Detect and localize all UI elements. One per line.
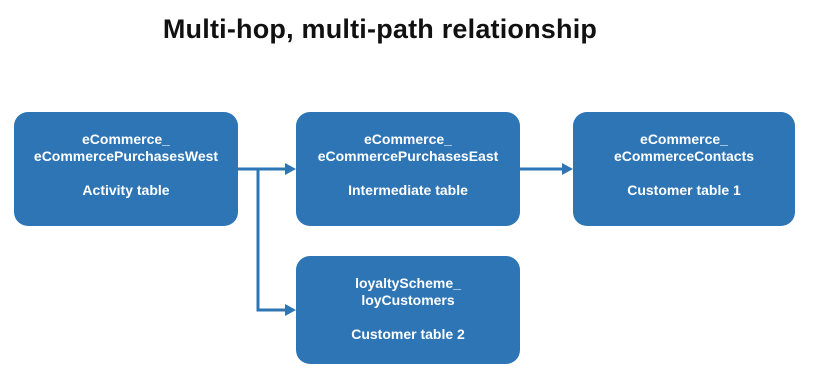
node-role: Activity table — [82, 182, 170, 198]
node-name: eCommerce_ eCommercePurchasesEast — [318, 131, 499, 165]
arrowhead-intermediate-to-customer1 — [562, 163, 573, 175]
diagram-title: Multi-hop, multi-path relationship — [162, 14, 598, 44]
arrowhead-activity-to-customer2 — [285, 304, 296, 316]
node-name-line1: loyaltyScheme_ — [355, 275, 461, 291]
node-name-line2: eCommercePurchasesWest — [33, 148, 219, 164]
node-name: eCommerce_ eCommercePurchasesWest — [34, 131, 218, 165]
activity-table-node: eCommerce_ eCommercePurchasesWest Activi… — [14, 112, 238, 226]
arrow-activity-to-customer2 — [256, 169, 286, 312]
node-name-line2: eCommercePurchasesEast — [317, 148, 499, 164]
node-name-line2: loyCustomers — [361, 292, 455, 308]
node-name-line2: eCommerceContacts — [613, 148, 755, 164]
intermediate-table-node: eCommerce_ eCommercePurchasesEast Interm… — [296, 112, 520, 226]
node-name: loyaltyScheme_ loyCustomers — [355, 275, 461, 309]
node-name-line1: eCommerce_ — [640, 131, 728, 147]
node-role: Customer table 2 — [351, 326, 465, 342]
node-role: Customer table 1 — [627, 182, 741, 198]
node-name-line1: eCommerce_ — [364, 131, 452, 147]
customer-table-1-node: eCommerce_ eCommerceContacts Customer ta… — [573, 112, 795, 226]
arrowhead-activity-to-intermediate — [285, 163, 296, 175]
node-name: eCommerce_ eCommerceContacts — [614, 131, 754, 165]
node-role: Intermediate table — [348, 182, 468, 198]
node-name-line1: eCommerce_ — [82, 131, 170, 147]
customer-table-2-node: loyaltyScheme_ loyCustomers Customer tab… — [296, 256, 520, 364]
